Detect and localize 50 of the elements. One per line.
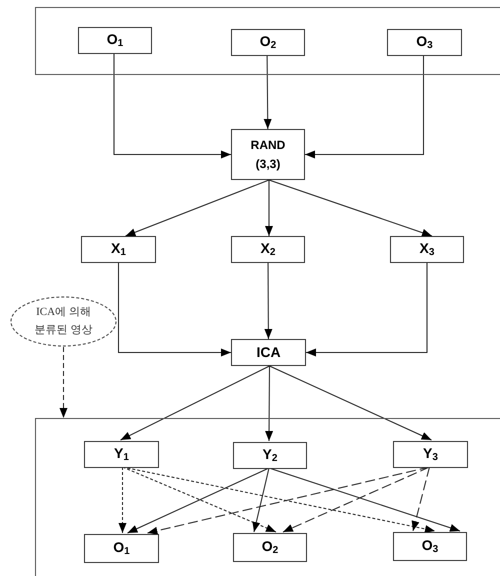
- process-box: [233, 442, 307, 469]
- box-label: O$_{2}$: [262, 538, 278, 557]
- box-label: O$_{3}$: [422, 537, 438, 556]
- process-box: [231, 339, 306, 366]
- box-label: Y$_{2}$: [262, 446, 278, 465]
- group-frame: [35, 418, 500, 576]
- process-box: [84, 441, 159, 468]
- process-box: [231, 29, 305, 56]
- arrow: [265, 366, 274, 442]
- arrow: [252, 468, 270, 532]
- box-label: (3,3): [256, 156, 280, 171]
- box-label: Y$_{3}$: [423, 445, 438, 464]
- process-box: [81, 236, 156, 263]
- arrow: [412, 466, 430, 532]
- box-label: X$_{3}$: [420, 240, 434, 259]
- process-box: [84, 534, 159, 563]
- process-box: [231, 236, 305, 263]
- process-box: [393, 532, 467, 561]
- arrow: [282, 466, 430, 532]
- arrow: [264, 262, 272, 340]
- note-text: ICA에 의해 분류된 영상: [34, 304, 94, 338]
- process-box: [387, 29, 462, 56]
- arrow: [120, 366, 270, 440]
- arrow: [304, 54, 424, 158]
- arrow: [268, 180, 432, 237]
- box-label: ICA: [256, 344, 281, 361]
- arrow: [264, 54, 272, 130]
- note-ellipse: [10, 296, 117, 347]
- arrow: [118, 262, 232, 356]
- process-box: [233, 533, 307, 562]
- arrow: [125, 180, 270, 236]
- arrow: [265, 180, 273, 236]
- arrow: [60, 346, 68, 418]
- arrow: [306, 262, 428, 356]
- box-label: O$_{1}$: [113, 539, 130, 558]
- arrow: [118, 466, 126, 534]
- arrow: [114, 52, 232, 158]
- arrow: [269, 366, 432, 440]
- box-label: O$_{2}$: [260, 33, 276, 52]
- box-label: O$_{3}$: [416, 33, 433, 52]
- box-label: RAND: [250, 138, 286, 152]
- process-box: [78, 27, 152, 54]
- process-box: [231, 129, 305, 180]
- process-box: [390, 236, 464, 263]
- group-frame: [35, 7, 500, 75]
- box-label: O$_{1}$: [106, 31, 124, 50]
- box-label: Y$_{1}$: [114, 445, 129, 464]
- process-box: [393, 441, 468, 468]
- box-label: X$_{2}$: [260, 240, 276, 259]
- box-label: X$_{1}$: [111, 240, 126, 259]
